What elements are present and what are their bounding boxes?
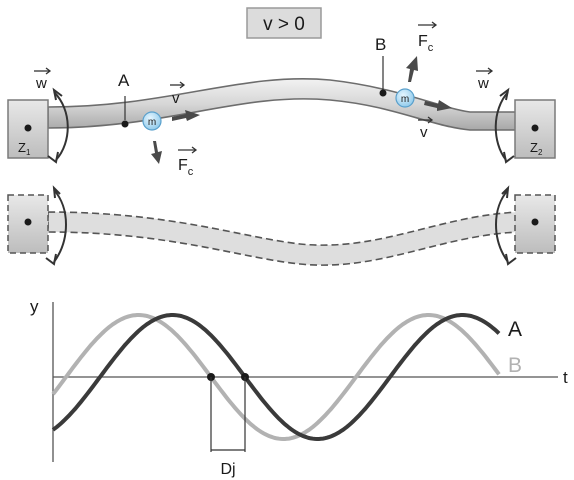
velocity-left-label: v xyxy=(172,90,180,107)
rotation-left-label: w xyxy=(35,75,47,92)
coriolis-force-arrow-left xyxy=(151,141,162,164)
svg-text:m: m xyxy=(401,94,409,105)
rotation-arrow-left-lower xyxy=(53,189,67,263)
force-left-label: Fc xyxy=(178,157,194,178)
anchor-block-right-dashed xyxy=(514,194,556,254)
condition-badge: v > 0 xyxy=(246,7,322,39)
curve-b xyxy=(51,313,501,441)
rotation-arrow-right xyxy=(494,91,509,161)
phase-shift-graph: y t A B Dj xyxy=(30,297,568,478)
y-axis-label: y xyxy=(30,297,39,316)
anchor-left-label: Z1 xyxy=(18,140,31,157)
point-a-label: A xyxy=(118,71,130,90)
deflected-tube-diagram: Z1 Z2 w w A m v Fc xyxy=(7,21,556,178)
curve-a xyxy=(51,313,501,441)
mass-right xyxy=(395,88,415,108)
force-right-label: Fc xyxy=(418,33,434,54)
rotation-arrow-right-lower xyxy=(495,189,509,263)
series-b-label: B xyxy=(508,354,522,377)
mass-left xyxy=(142,111,162,131)
condition-label: v > 0 xyxy=(263,14,305,35)
rotation-arrow-left xyxy=(53,91,69,161)
velocity-arrow-left xyxy=(172,110,200,121)
t-axis-label: t xyxy=(563,368,568,387)
rotation-right-label: w xyxy=(477,75,489,92)
tube-body-dashed xyxy=(47,211,521,266)
point-b-label: B xyxy=(375,35,386,54)
coriolis-force-arrow-right xyxy=(406,56,418,82)
phase-difference-label: Dj xyxy=(220,461,235,478)
opposite-phase-tube-diagram xyxy=(7,185,556,266)
velocity-arrow-right xyxy=(424,100,452,111)
anchor-right-label: Z2 xyxy=(530,140,543,157)
svg-text:m: m xyxy=(148,117,156,128)
point-a-marker xyxy=(121,120,129,128)
velocity-right-label: v xyxy=(420,124,428,141)
series-a-label: A xyxy=(508,318,522,341)
point-b-marker xyxy=(379,89,387,97)
